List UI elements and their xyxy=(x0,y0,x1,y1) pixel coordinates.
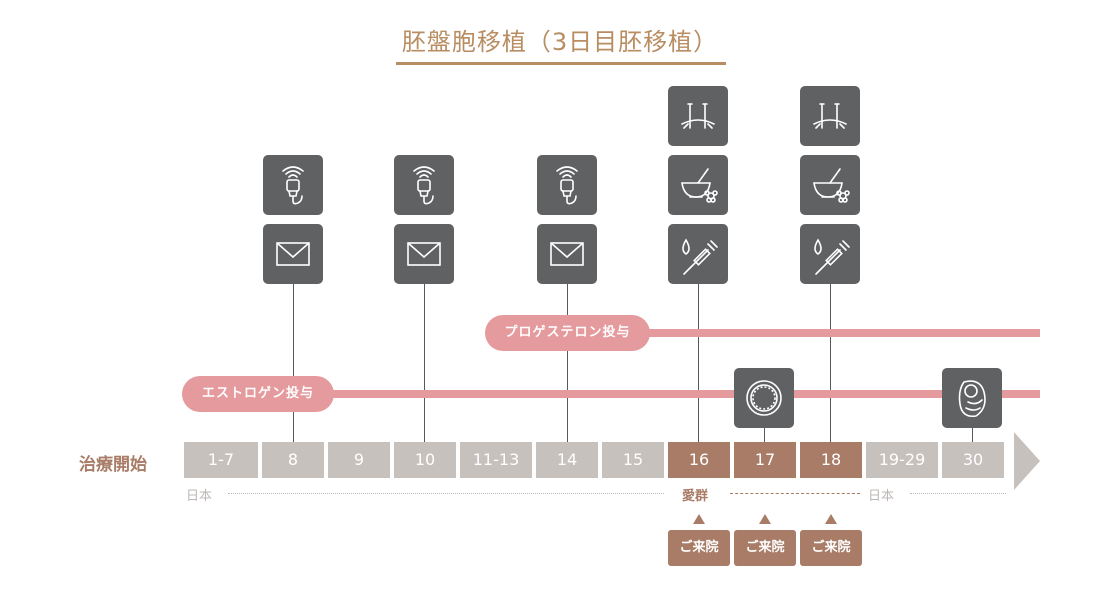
connector-day-16 xyxy=(698,284,699,442)
visit-box-17: ご来院 xyxy=(734,530,796,566)
day-box-16: 16 xyxy=(668,442,730,478)
day-box-19-29: 19-29 xyxy=(866,442,938,478)
location-right-line xyxy=(910,493,1006,494)
day-box-30: 30 xyxy=(942,442,1004,478)
day-box-10: 10 xyxy=(394,442,456,478)
acupuncture-needles-icon xyxy=(800,86,860,146)
day-box-15: 15 xyxy=(602,442,664,478)
day-box-9: 9 xyxy=(328,442,390,478)
title-underline xyxy=(396,62,726,65)
ultrasound-probe-icon xyxy=(394,155,454,215)
envelope-icon xyxy=(537,224,597,284)
herbal-mortar-icon xyxy=(800,155,860,215)
acupuncture-needles-icon xyxy=(668,86,728,146)
visit-marker-16 xyxy=(693,514,705,524)
visit-box-16: ご来院 xyxy=(668,530,730,566)
ultrasound-probe-icon xyxy=(537,155,597,215)
day-box-14: 14 xyxy=(536,442,598,478)
estrogen-band xyxy=(310,390,1040,398)
location-right: 日本 xyxy=(868,489,895,504)
connector-day-18 xyxy=(830,284,831,442)
progesterone-pill: プロゲステロン投与 xyxy=(485,315,650,351)
connector-day-10 xyxy=(424,284,425,442)
day-box-18: 18 xyxy=(800,442,862,478)
connector-day-8 xyxy=(293,284,294,442)
location-left: 日本 xyxy=(186,489,213,504)
ultrasound-probe-icon xyxy=(263,155,323,215)
herbal-mortar-icon xyxy=(668,155,728,215)
envelope-icon xyxy=(263,224,323,284)
page-title: 胚盤胞移植（3日目胚移植） xyxy=(401,28,719,56)
day-box-11-13: 11-13 xyxy=(460,442,532,478)
connector-day-30 xyxy=(972,428,973,442)
syringe-drop-icon xyxy=(800,224,860,284)
location-middle-line xyxy=(730,493,860,494)
timeline-arrow xyxy=(1014,432,1040,490)
visit-box-18: ご来院 xyxy=(800,530,862,566)
treatment-start-label: 治療開始 xyxy=(79,455,147,475)
syringe-drop-icon xyxy=(668,224,728,284)
visit-marker-17 xyxy=(759,514,771,524)
location-left-line xyxy=(228,493,664,494)
day-box-8: 8 xyxy=(262,442,324,478)
embryo-icon xyxy=(734,368,794,428)
visit-marker-18 xyxy=(825,514,837,524)
day-box-1-7: 1-7 xyxy=(184,442,258,478)
day-box-17: 17 xyxy=(734,442,796,478)
estrogen-pill: エストロゲン投与 xyxy=(182,376,334,412)
connector-day-17 xyxy=(764,428,765,442)
progesterone-band xyxy=(630,329,1040,337)
location-middle: 愛群 xyxy=(682,489,709,504)
connector-day-14 xyxy=(567,284,568,442)
envelope-icon xyxy=(394,224,454,284)
baby-icon xyxy=(942,368,1002,428)
